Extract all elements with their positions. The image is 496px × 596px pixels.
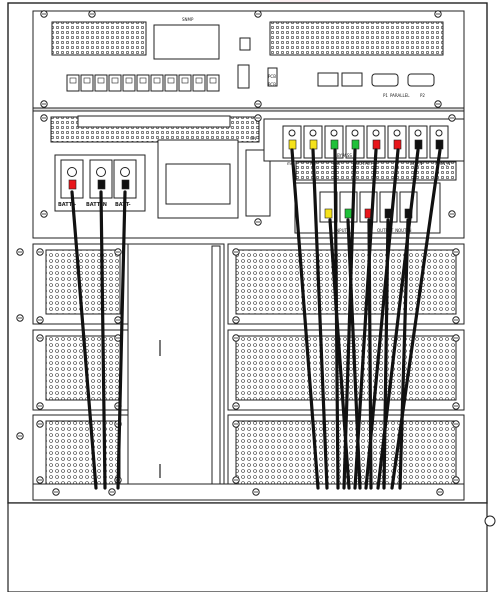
mains-terminal-bolt <box>414 129 422 137</box>
snmp-slot <box>153 24 220 60</box>
cable-line <box>99 190 107 490</box>
pcb-connector <box>267 67 278 87</box>
mains-n-label: MAIN_N <box>435 161 450 166</box>
snmp-label: SNMP <box>182 17 194 22</box>
cable-line <box>290 148 320 490</box>
cable-line <box>398 218 410 490</box>
mains-cable-tag <box>309 139 318 150</box>
input-u-label: mu <box>287 161 294 166</box>
signal-terminal-screw <box>83 77 91 84</box>
signal-terminal-screw <box>97 77 105 84</box>
mains-cable-tag <box>330 139 339 150</box>
battery-terminals <box>60 159 137 199</box>
parallel-port-1 <box>371 73 399 87</box>
mains-terminal-bolt <box>435 129 443 137</box>
signal-terminal-screw <box>195 77 203 84</box>
cable-line <box>367 218 373 490</box>
parallel-label: PARALLEL <box>390 93 410 98</box>
battery-terminal-bolt <box>96 167 106 177</box>
parallel-port-2 <box>407 73 435 87</box>
battery-cable-tag <box>121 179 130 190</box>
signal-terminal-screw <box>139 77 147 84</box>
ethernet-port-2 <box>341 72 363 87</box>
output-cable-tag <box>324 208 333 219</box>
mains-cable-tag <box>372 139 381 150</box>
battery-terminal-bolt <box>67 167 77 177</box>
pcb-label-1: PCB <box>268 74 276 79</box>
mains-terminal-bolt <box>288 129 296 137</box>
cable-line <box>328 218 351 490</box>
pcb-label-2: PCB <box>268 82 276 87</box>
port1-label: P1 <box>383 93 388 98</box>
ethernet-port-1 <box>317 72 339 87</box>
screws <box>16 10 460 496</box>
signal-terminal-screw <box>125 77 133 84</box>
batt-n-label: BATT_N <box>86 202 107 208</box>
db9-port-small <box>237 64 250 89</box>
cable-line <box>70 190 98 490</box>
mains-terminal-bolt <box>330 129 338 137</box>
battery-cable-tag <box>97 179 106 190</box>
mid-label-plate <box>77 115 231 128</box>
signal-terminal-screw <box>181 77 189 84</box>
signal-terminal-row <box>66 74 220 92</box>
mains-terminal-bolt <box>351 129 359 137</box>
cable-line <box>390 148 442 490</box>
top-vent-right <box>269 21 444 56</box>
battery-cable-tag <box>68 179 77 190</box>
cable-line <box>382 218 390 490</box>
cabinet-base <box>7 502 488 593</box>
cable-channel <box>127 243 225 495</box>
signal-terminal-screw <box>209 77 217 84</box>
mains-cable-tag <box>351 139 360 150</box>
signal-terminal-screw <box>167 77 175 84</box>
top-rail <box>32 107 465 112</box>
top-vent-left <box>51 21 147 56</box>
cable-channel-bar <box>211 245 221 493</box>
batt-neg-label: BATT- <box>115 202 131 208</box>
mains-terminal-bolt <box>393 129 401 137</box>
mains-cable-tag <box>414 139 423 150</box>
main-in-label: INPUT <box>335 228 348 233</box>
mains-terminals <box>282 125 449 223</box>
mains-cable-tag <box>435 139 444 150</box>
mains-cable-tag <box>393 139 402 150</box>
battery-terminal-bolt <box>120 167 130 177</box>
out-n-label-2: OUT_N <box>398 228 412 233</box>
signal-terminal-screw <box>69 77 77 84</box>
batt-pos-label: BATT+ <box>58 202 76 208</box>
mount-bracket-inner <box>165 163 231 205</box>
bypass-label: BYPASS <box>337 153 352 158</box>
module-left-vent <box>45 420 121 486</box>
on-label: ON <box>250 136 256 141</box>
port2-label: P2 <box>420 93 425 98</box>
dip-switch <box>239 37 251 51</box>
cable-line <box>346 218 362 490</box>
module-left-vent <box>45 249 121 315</box>
mains-terminal-bolt <box>309 129 317 137</box>
input-w-label: mw <box>333 161 341 166</box>
mains-cable-tag <box>288 139 297 150</box>
base-knob-icon <box>484 515 496 527</box>
signal-terminal-screw <box>111 77 119 84</box>
signal-terminal-screw <box>153 77 161 84</box>
cable-line <box>116 190 127 490</box>
cable-line <box>311 148 329 490</box>
cables <box>70 148 442 490</box>
mains-terminal-bolt <box>372 129 380 137</box>
output-label: OUTPUT <box>356 161 373 166</box>
output-cable-tag <box>344 208 353 219</box>
